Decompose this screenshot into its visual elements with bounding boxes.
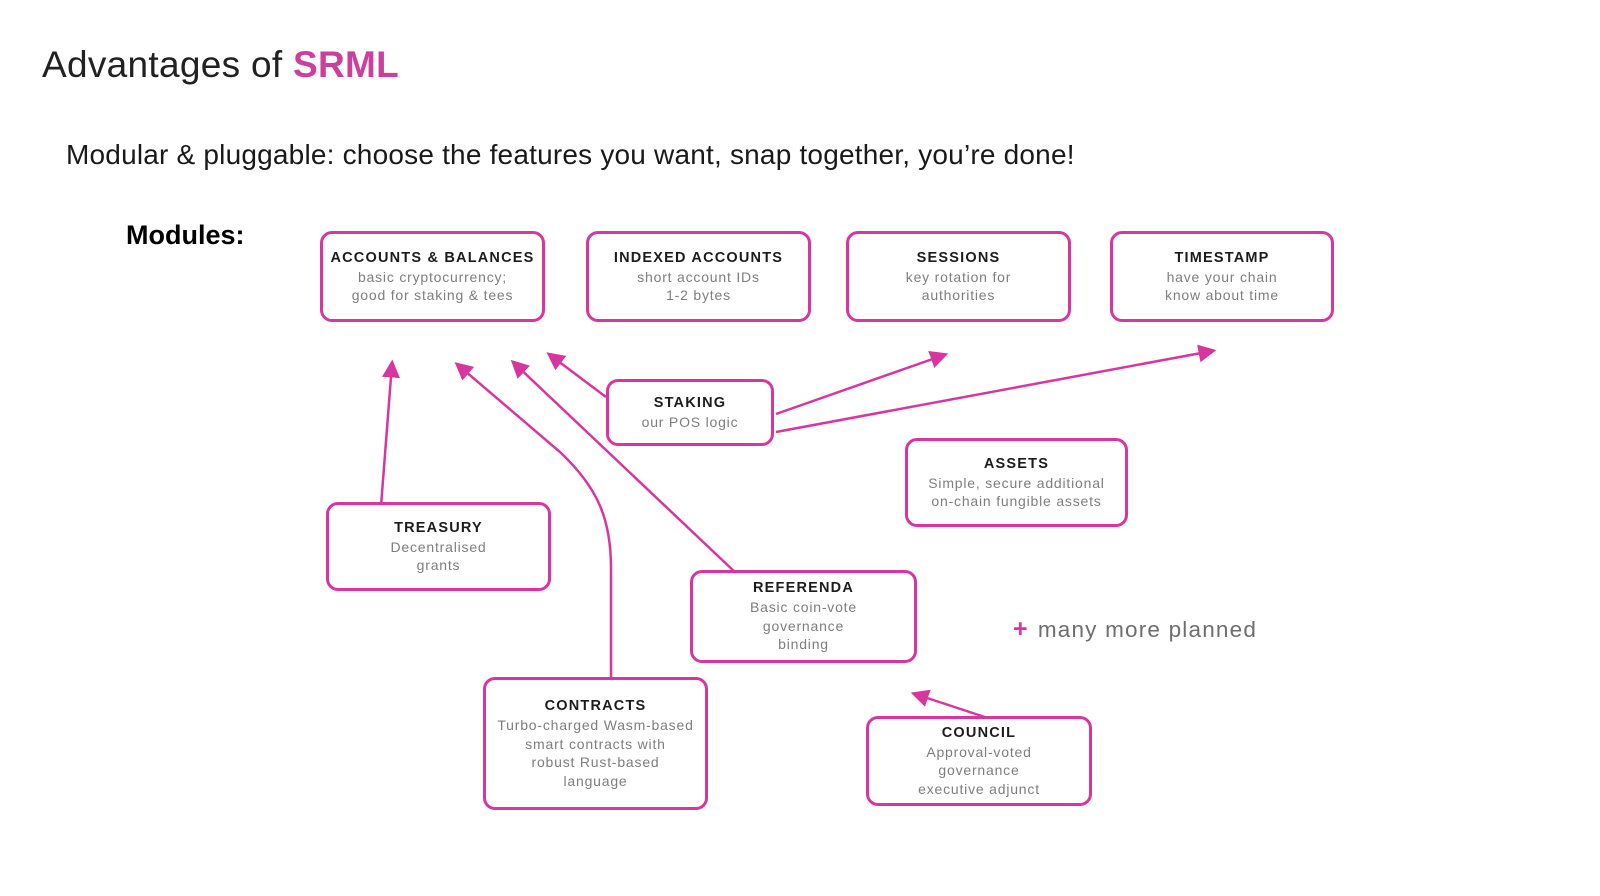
page-title-highlight: SRML: [293, 44, 400, 85]
module-line: Simple, secure additional: [928, 474, 1105, 491]
module-accounts-balances: ACCOUNTS & BALANCES basic cryptocurrency…: [320, 231, 545, 322]
module-title: ASSETS: [983, 455, 1050, 472]
arrow-referenda-to-accounts: [510, 359, 738, 575]
module-title: INDEXED ACCOUNTS: [613, 249, 784, 266]
module-title: REFERENDA: [752, 580, 855, 597]
arrow-treasury-to-accounts: [379, 359, 400, 507]
module-line: language: [563, 772, 628, 789]
many-more-note: + many more planned: [1013, 615, 1257, 644]
arrow-staking-to-accounts: [546, 352, 607, 398]
module-line: smart contracts with: [525, 735, 666, 752]
module-assets: ASSETS Simple, secure additional on-chai…: [905, 438, 1128, 527]
module-indexed-accounts: INDEXED ACCOUNTS short account IDs 1-2 b…: [586, 231, 811, 322]
module-staking: STAKING our POS logic: [606, 379, 774, 446]
module-line: have your chain: [1166, 268, 1278, 285]
module-line: governance: [762, 617, 845, 634]
module-title: COUNCIL: [941, 724, 1017, 741]
arrow-staking-to-sessions: [775, 350, 949, 416]
page-title: Advantages of SRML: [42, 44, 399, 86]
arrow-staking-to-timestamp: [775, 344, 1217, 434]
modules-label: Modules:: [126, 220, 245, 250]
module-line: grants: [416, 557, 461, 573]
module-line: know about time: [1165, 287, 1279, 303]
page-title-text: Advantages of: [42, 44, 294, 85]
module-line: governance: [938, 762, 1020, 779]
module-line: good for staking & tees: [351, 287, 514, 303]
module-line: robust Rust-based: [531, 754, 660, 770]
module-line: short account IDs: [637, 268, 760, 285]
module-line: on-chain fungible assets: [931, 493, 1102, 509]
module-sessions: SESSIONS key rotation for authorities: [846, 231, 1071, 322]
module-treasury: TREASURY Decentralised grants: [326, 502, 551, 591]
module-line: basic cryptocurrency;: [357, 268, 508, 285]
module-line: Decentralised: [390, 538, 487, 555]
module-contracts: CONTRACTS Turbo-charged Wasm-based smart…: [483, 677, 708, 810]
module-title: CONTRACTS: [544, 698, 647, 714]
module-line: authorities: [921, 287, 996, 303]
module-line: binding: [778, 636, 829, 653]
module-line: Approval-voted: [926, 743, 1032, 760]
plus-icon: +: [1013, 615, 1029, 643]
module-title: TIMESTAMP: [1174, 249, 1270, 266]
module-line: Basic coin-vote: [750, 599, 857, 616]
module-title: TREASURY: [394, 519, 483, 536]
arrow-contracts-to-accounts: [454, 362, 613, 677]
module-line: 1-2 bytes: [666, 287, 731, 303]
module-title: ACCOUNTS & BALANCES: [330, 249, 535, 266]
module-line: Turbo-charged Wasm-based: [497, 717, 694, 733]
module-line: key rotation for: [905, 268, 1012, 285]
many-more-note-text: many more planned: [1037, 617, 1258, 642]
subtitle: Modular & pluggable: choose the features…: [66, 139, 1075, 170]
module-line: our POS logic: [641, 413, 739, 430]
module-referenda: REFERENDA Basic coin-vote governance bin…: [690, 570, 917, 663]
module-council: COUNCIL Approval-voted governance execut…: [866, 716, 1092, 806]
module-title: SESSIONS: [916, 249, 1001, 266]
module-timestamp: TIMESTAMP have your chain know about tim…: [1110, 231, 1334, 322]
module-title: STAKING: [653, 394, 727, 411]
module-line: executive adjunct: [918, 780, 1040, 797]
